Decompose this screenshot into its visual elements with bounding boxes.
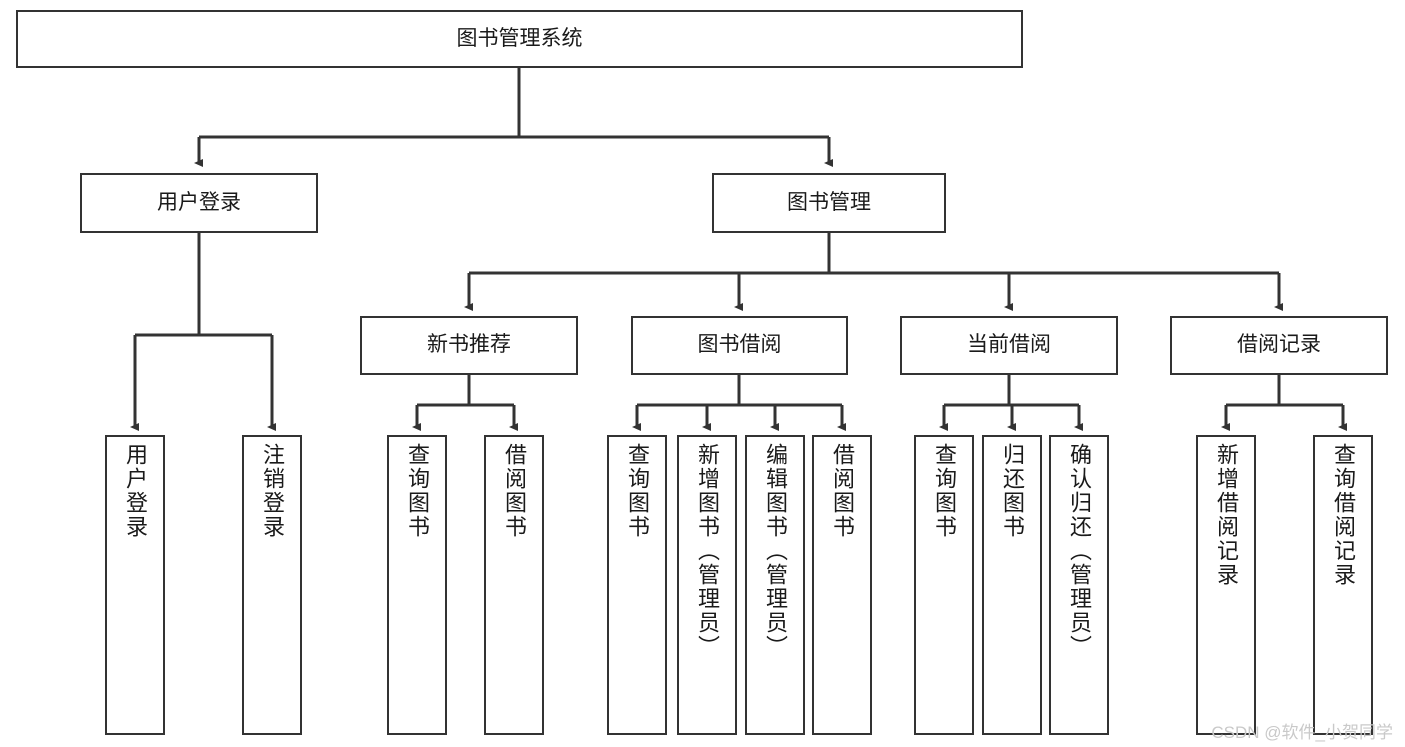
csdn-watermark: CSDN @软件_小贺同学 bbox=[1211, 723, 1393, 742]
node-label: 归还图书 bbox=[1000, 443, 1025, 539]
node-label: 当前借阅 bbox=[967, 333, 1051, 357]
node-user-login[interactable]: 用户登录 bbox=[80, 173, 318, 233]
node-label: 借阅图书 bbox=[502, 443, 527, 539]
node-borrow-record[interactable]: 借阅记录 bbox=[1170, 316, 1388, 375]
node-leaf-edit-book-admin[interactable]: 编辑图书（管理员） bbox=[745, 435, 805, 735]
node-label: 新增图书（管理员） bbox=[695, 443, 720, 659]
node-label: 新增借阅记录 bbox=[1214, 443, 1239, 587]
node-current-borrow[interactable]: 当前借阅 bbox=[900, 316, 1118, 375]
node-book-borrow[interactable]: 图书借阅 bbox=[631, 316, 848, 375]
node-label: 查询图书 bbox=[625, 443, 650, 539]
node-label: 查询图书 bbox=[932, 443, 957, 539]
node-label: 注销登录 bbox=[260, 443, 285, 539]
node-leaf-query-borrow-record[interactable]: 查询借阅记录 bbox=[1313, 435, 1373, 735]
node-leaf-confirm-return-admin[interactable]: 确认归还（管理员） bbox=[1049, 435, 1109, 735]
node-leaf-user-login[interactable]: 用户登录 bbox=[105, 435, 165, 735]
node-label: 用户登录 bbox=[123, 443, 148, 539]
node-leaf-query-book-current[interactable]: 查询图书 bbox=[914, 435, 974, 735]
node-book-management[interactable]: 图书管理 bbox=[712, 173, 946, 233]
node-label: 用户登录 bbox=[157, 190, 241, 214]
node-label: 图书管理 bbox=[787, 190, 871, 214]
node-label: 确认归还（管理员） bbox=[1067, 443, 1092, 659]
node-label: 图书借阅 bbox=[697, 333, 782, 357]
node-label: 查询图书 bbox=[405, 443, 430, 539]
node-label: 借阅图书 bbox=[830, 443, 855, 539]
node-leaf-add-book-admin[interactable]: 新增图书（管理员） bbox=[677, 435, 737, 735]
node-leaf-query-book-new[interactable]: 查询图书 bbox=[387, 435, 447, 735]
node-leaf-borrow-book-new[interactable]: 借阅图书 bbox=[484, 435, 544, 735]
node-leaf-borrow-book[interactable]: 借阅图书 bbox=[812, 435, 872, 735]
node-label: 编辑图书（管理员） bbox=[763, 443, 788, 659]
node-label: 借阅记录 bbox=[1237, 333, 1321, 357]
node-root-book-management-system[interactable]: 图书管理系统 bbox=[16, 10, 1023, 68]
node-leaf-return-book[interactable]: 归还图书 bbox=[982, 435, 1042, 735]
node-new-book-recommend[interactable]: 新书推荐 bbox=[360, 316, 578, 375]
node-label: 查询借阅记录 bbox=[1331, 443, 1356, 587]
node-label: 图书管理系统 bbox=[456, 26, 583, 50]
node-leaf-add-borrow-record[interactable]: 新增借阅记录 bbox=[1196, 435, 1256, 735]
node-leaf-logout[interactable]: 注销登录 bbox=[242, 435, 302, 735]
node-label: 新书推荐 bbox=[427, 333, 511, 357]
node-leaf-query-book-borrow[interactable]: 查询图书 bbox=[607, 435, 667, 735]
